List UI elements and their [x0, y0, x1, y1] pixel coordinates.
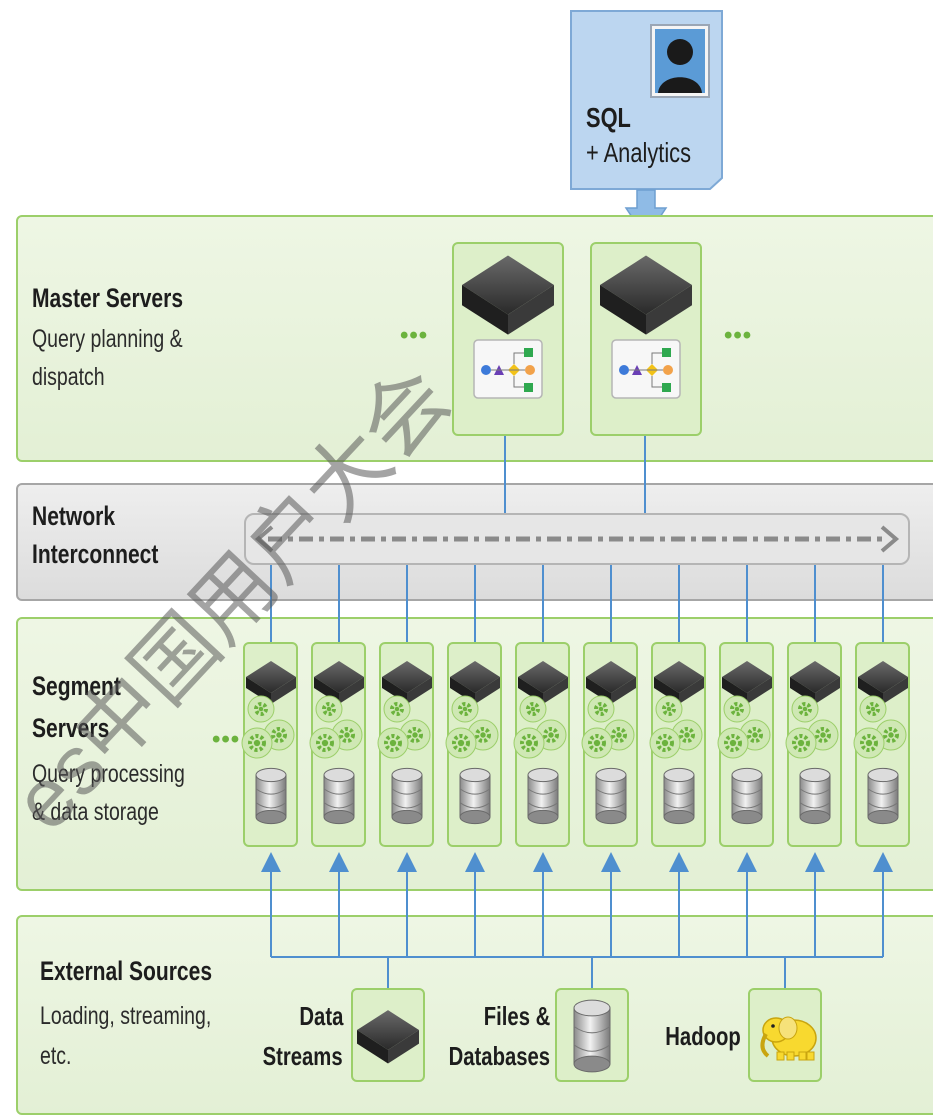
segment-gears-5-icon [513, 695, 567, 759]
segment-database-5-icon [527, 767, 559, 825]
segment-server-8-icon [722, 661, 772, 704]
segment-gears-8-icon [717, 695, 771, 759]
segment-more: ••• [212, 726, 241, 753]
master-server-2-icon [600, 255, 692, 335]
segment-server-10-icon [858, 661, 908, 704]
segment-server-7-icon [654, 661, 704, 704]
master-query-plan-2-icon [611, 339, 681, 399]
client-line2: + Analytics [586, 137, 692, 168]
external-title: External Sources [40, 956, 213, 986]
source-data-streams-label-line1: Data [299, 1001, 343, 1031]
segment-gears-3-icon [377, 695, 431, 759]
segment-server-3-icon [382, 661, 432, 704]
segment-subtitle-line2: & data storage [32, 798, 159, 826]
user-silhouette-icon [650, 24, 710, 98]
client-box: SQL + Analytics [570, 10, 723, 190]
segment-gears-9-icon [785, 695, 839, 759]
segment-server-1-icon [246, 661, 296, 704]
source-data-streams-label-line2: Streams [262, 1041, 343, 1071]
segment-gears-7-icon [649, 695, 703, 759]
source-files-label-line2: Databases [448, 1041, 550, 1071]
master-more-left: ••• [400, 322, 429, 349]
segment-database-10-icon [867, 767, 899, 825]
external-subtitle-line2: etc. [40, 1042, 72, 1070]
segment-subtitle-line1: Query processing [32, 760, 185, 788]
segment-gears-6-icon [581, 695, 635, 759]
segment-database-6-icon [595, 767, 627, 825]
segment-database-2-icon [323, 767, 355, 825]
segment-title-line1: Segment [32, 671, 121, 701]
segment-server-4-icon [450, 661, 500, 704]
segment-server-5-icon [518, 661, 568, 704]
segment-gears-4-icon [445, 695, 499, 759]
master-server-1-icon [462, 255, 554, 335]
segment-database-3-icon [391, 767, 423, 825]
segment-database-9-icon [799, 767, 831, 825]
master-subtitle-line2: dispatch [32, 363, 105, 391]
source-files-label-line1: Files & [483, 1001, 550, 1031]
segment-database-4-icon [459, 767, 491, 825]
master-more-right: ••• [724, 322, 753, 349]
master-title: Master Servers [32, 283, 184, 313]
segment-server-9-icon [790, 661, 840, 704]
segment-database-1-icon [255, 767, 287, 825]
network-arrow-right [880, 525, 900, 553]
source-files-database-icon [573, 999, 611, 1073]
network-title-line1: Network [32, 501, 116, 531]
segment-gears-10-icon [853, 695, 907, 759]
master-query-plan-1-icon [473, 339, 543, 399]
network-arrow-left [254, 525, 274, 553]
client-line1: SQL [586, 102, 631, 133]
segment-server-6-icon [586, 661, 636, 704]
source-hadoop-label: Hadoop [665, 1021, 741, 1051]
network-title-line2: Interconnect [32, 539, 159, 569]
source-hadoop-elephant-icon [760, 1016, 817, 1061]
segment-gears-1-icon [241, 695, 295, 759]
segment-database-7-icon [663, 767, 695, 825]
segment-server-2-icon [314, 661, 364, 704]
segment-database-8-icon [731, 767, 763, 825]
segment-title-line2: Servers [32, 713, 110, 743]
master-subtitle-line1: Query planning & [32, 325, 183, 353]
segment-gears-2-icon [309, 695, 363, 759]
source-data-streams-icon [357, 1010, 419, 1064]
external-subtitle-line1: Loading, streaming, [40, 1002, 212, 1030]
